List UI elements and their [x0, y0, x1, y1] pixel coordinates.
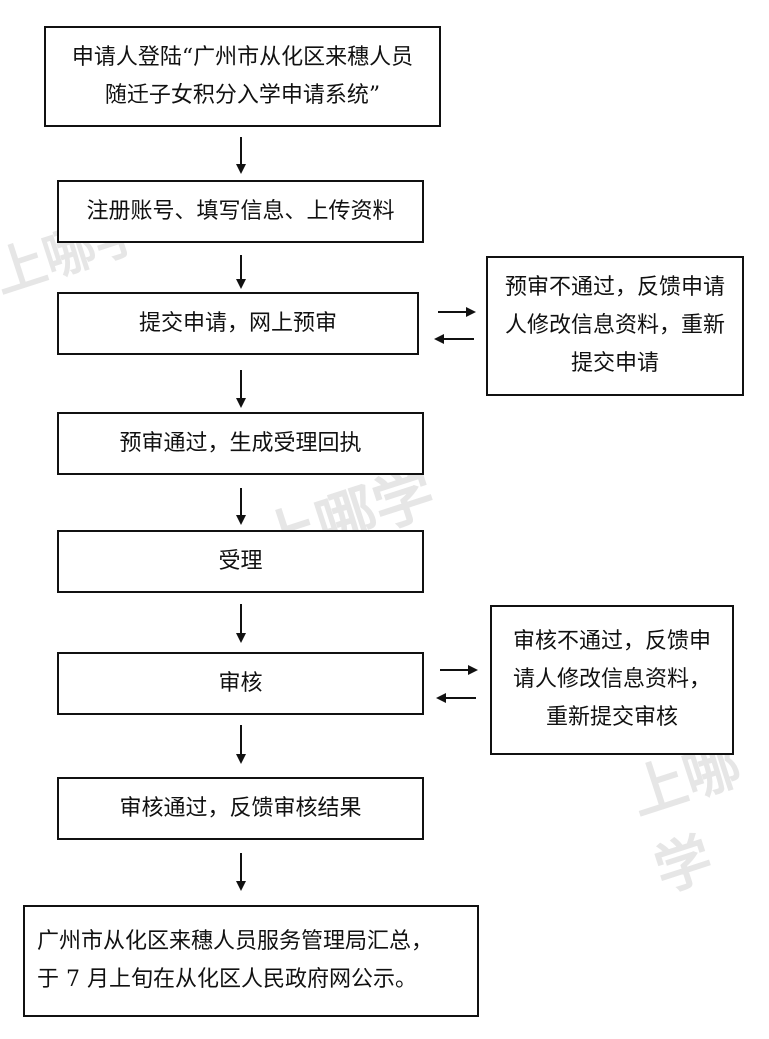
step-review-pass-box: 审核通过，反馈审核结果 [57, 777, 424, 840]
prereview-fail-text: 预审不通过，反馈申请 人修改信息资料，重新 提交申请 [504, 275, 725, 376]
step-publish-text: 广州市从化区来穗人员服务管理局汇总， 于 7 月上旬在从化区人民政府网公示。 [37, 929, 434, 992]
step-review-pass-text: 审核通过，反馈审核结果 [119, 795, 362, 821]
step-review-box: 审核 [57, 652, 424, 715]
step-register-text: 注册账号、填写信息、上传资料 [86, 198, 395, 224]
step-login-box: 申请人登陆“广州市从化区来穗人员 随迁子女积分入学申请系统” [44, 26, 441, 127]
review-fail-text: 审核不通过，反馈申 请人修改信息资料， 重新提交审核 [512, 629, 711, 730]
step-review-text: 审核 [218, 670, 263, 696]
step-publish-box: 广州市从化区来穗人员服务管理局汇总， 于 7 月上旬在从化区人民政府网公示。 [23, 905, 479, 1017]
step-login-text: 申请人登陆“广州市从化区来穗人员 随迁子女积分入学申请系统” [71, 44, 414, 108]
prereview-fail-box: 预审不通过，反馈申请 人修改信息资料，重新 提交申请 [486, 256, 744, 396]
step-prereview-pass-text: 预审通过，生成受理回执 [119, 430, 362, 456]
step-prereview-pass-box: 预审通过，生成受理回执 [57, 412, 424, 475]
step-accept-box: 受理 [57, 530, 424, 593]
step-register-box: 注册账号、填写信息、上传资料 [57, 180, 424, 243]
step-accept-text: 受理 [218, 548, 263, 574]
step-submit-text: 提交申请，网上预审 [138, 310, 337, 336]
step-submit-box: 提交申请，网上预审 [57, 292, 419, 355]
review-fail-box: 审核不通过，反馈申 请人修改信息资料， 重新提交审核 [490, 605, 734, 755]
